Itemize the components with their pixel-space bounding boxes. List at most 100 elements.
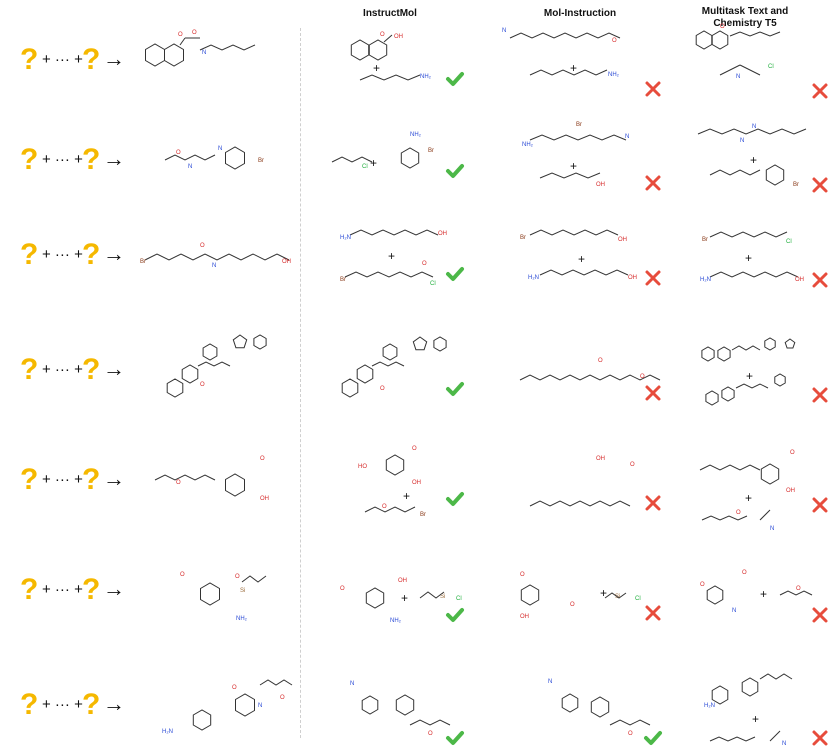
bond-chain <box>759 673 793 680</box>
cross-icon <box>812 607 828 623</box>
atom-label-nh2: NH₂ <box>420 74 432 80</box>
ring <box>433 336 447 352</box>
bond-chain <box>609 719 651 726</box>
atom-label-o: O <box>720 24 725 30</box>
cross-stroke <box>645 81 661 97</box>
question-mark-right: ? <box>82 238 101 271</box>
ring <box>200 582 220 606</box>
ring <box>350 39 370 61</box>
atom-label-o: O <box>736 510 741 516</box>
atom-label-nh2: NH₂ <box>410 132 422 138</box>
check-icon <box>446 608 464 622</box>
check-stroke <box>446 72 464 86</box>
reaction-arrow: → <box>103 576 125 601</box>
cross-stroke <box>812 730 828 746</box>
atom-label-o: O <box>796 586 801 592</box>
ring <box>145 43 165 67</box>
cross-icon <box>812 83 828 99</box>
atom-label-o: O <box>412 446 417 452</box>
reaction-arrow: → <box>103 146 125 171</box>
question-mark-left: ? <box>20 463 39 496</box>
question-mark-right: ? <box>82 353 101 386</box>
bond <box>759 509 771 521</box>
bond-chain <box>709 231 788 238</box>
bond-chain <box>344 271 434 278</box>
mol-instruction-candidate: OO <box>519 358 661 381</box>
plus-dots: + ··· + <box>42 581 83 598</box>
ring <box>561 693 579 713</box>
bond <box>719 64 741 76</box>
atom-label-oh: OH <box>786 488 795 494</box>
atom-label-o: O <box>380 386 385 392</box>
bond <box>179 37 186 46</box>
reaction-arrow: → <box>103 691 125 716</box>
question-mark-right: ? <box>82 143 101 176</box>
atom-label-o: O <box>200 243 205 249</box>
cross-icon <box>812 177 828 193</box>
bond-chain <box>154 474 216 481</box>
atom-label-n: N <box>625 134 629 140</box>
atom-label-oh: OH <box>628 275 637 281</box>
atom-label-cl: Cl <box>768 64 774 70</box>
atom-label-cl: Cl <box>430 281 436 287</box>
atom-label-oh: OH <box>260 496 269 502</box>
cross-stroke <box>645 495 661 511</box>
atom-label-o: O <box>180 572 185 578</box>
bond-chain <box>735 383 769 389</box>
atom-label-o: O <box>232 685 237 691</box>
ring <box>711 685 729 705</box>
ring <box>705 390 719 406</box>
multitask-candidate <box>701 337 796 406</box>
instructmol-candidate: O <box>341 336 447 398</box>
bond-chain <box>699 464 761 471</box>
atom-label-h2n: H₂N <box>528 275 539 281</box>
bond-chain <box>197 361 231 367</box>
cross-icon <box>645 495 661 511</box>
atom-label-oh: OH <box>596 182 605 188</box>
atom-label-o: O <box>598 358 603 364</box>
ring <box>717 346 731 362</box>
atom-label-br: Br <box>702 237 708 243</box>
question-mark-left: ? <box>20 573 39 606</box>
bond-chain <box>539 172 601 179</box>
bond-chain <box>729 31 781 37</box>
plus-dots: + ··· + <box>42 51 83 68</box>
check-stroke <box>446 164 464 178</box>
bond-chain <box>364 506 416 513</box>
atom-label-n: N <box>770 526 774 532</box>
check-icon <box>446 164 464 178</box>
bond-chain <box>529 500 631 507</box>
atom-label-o: O <box>192 30 197 36</box>
ring <box>395 694 415 716</box>
header-multitask: Multitask Text and Chemistry T5 <box>701 6 789 29</box>
ring <box>202 343 218 361</box>
atom-label-nh2: NH₂ <box>236 616 248 622</box>
check-icon <box>644 731 662 745</box>
ring <box>695 30 713 50</box>
plus-sign: + <box>403 489 411 503</box>
atom-label-n: N <box>548 679 552 685</box>
question-mark-left: ? <box>20 143 39 176</box>
plus-sign: + <box>750 153 758 167</box>
bond-chain <box>709 736 756 742</box>
atom-label-br: Br <box>420 512 426 518</box>
atom-label-o: O <box>742 570 747 576</box>
bond-chain <box>509 32 621 39</box>
mol-instruction-candidate: NO <box>548 679 651 737</box>
ring <box>164 43 184 67</box>
plus-dots: + ··· + <box>42 361 83 378</box>
atom-label-o: O <box>700 582 705 588</box>
atom-label-o: O <box>178 32 183 38</box>
atom-label-br: Br <box>793 182 799 188</box>
atom-label-o: O <box>200 382 205 388</box>
target-molecule: O <box>166 334 267 398</box>
bond-chain <box>259 679 293 686</box>
